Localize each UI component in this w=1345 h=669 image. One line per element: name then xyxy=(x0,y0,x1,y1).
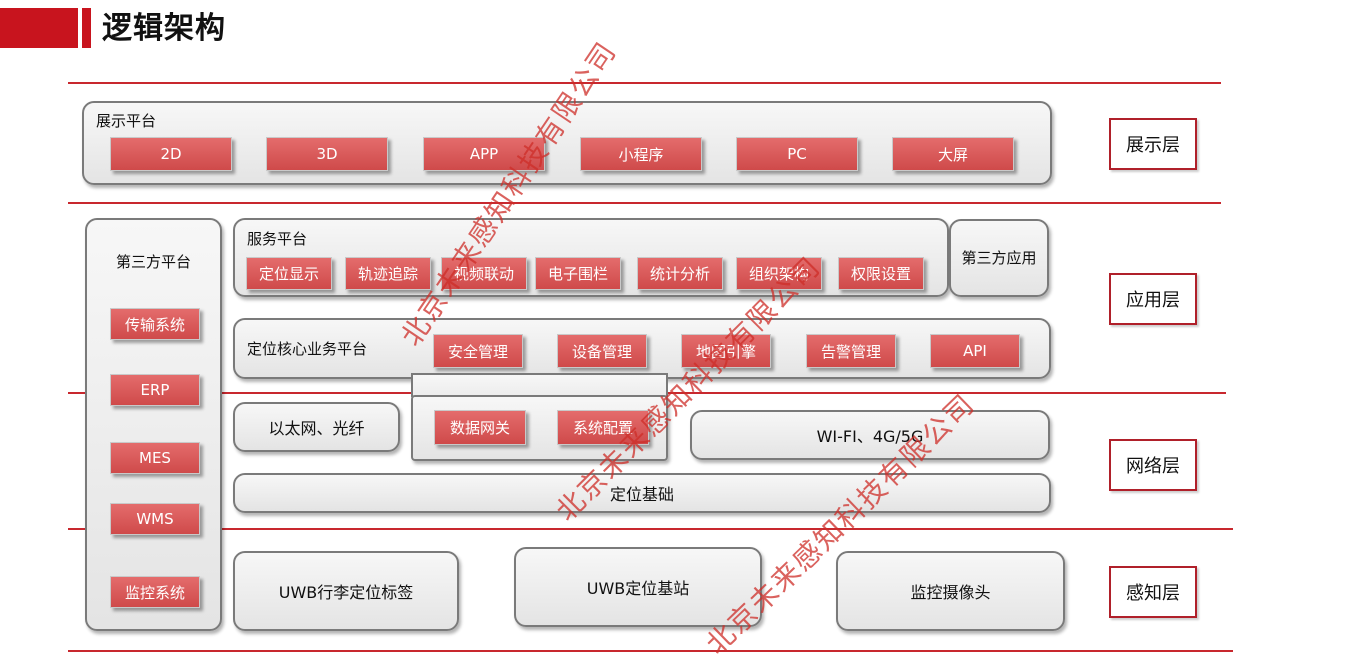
uwb-base-station-box[interactable]: UWB定位基站 xyxy=(514,547,762,627)
service-item-statistics[interactable]: 统计分析 xyxy=(637,257,723,290)
third-party-item-erp[interactable]: ERP xyxy=(110,374,200,406)
layer-label-sensing: 感知层 xyxy=(1109,566,1197,618)
positioning-base-box[interactable]: 定位基础 xyxy=(233,473,1051,513)
layer-label-presentation: 展示层 xyxy=(1109,118,1197,170)
presentation-item-3d[interactable]: 3D xyxy=(266,137,388,171)
core-item-alarm[interactable]: 告警管理 xyxy=(806,334,896,368)
core-gateway-connector xyxy=(411,373,668,397)
service-item-track[interactable]: 轨迹追踪 xyxy=(345,257,431,290)
monitoring-camera-box[interactable]: 监控摄像头 xyxy=(836,551,1065,631)
service-item-permissions[interactable]: 权限设置 xyxy=(838,257,924,290)
core-item-safety[interactable]: 安全管理 xyxy=(433,334,523,368)
separator-line xyxy=(68,82,1221,84)
wireless-box[interactable]: WI-FI、4G/5G xyxy=(690,410,1050,460)
third-party-platform-label: 第三方平台 xyxy=(115,253,191,271)
presentation-item-app[interactable]: APP xyxy=(423,137,545,171)
title-accent-bar xyxy=(0,8,78,48)
title-accent-stripe xyxy=(82,8,91,48)
presentation-item-pc[interactable]: PC xyxy=(736,137,858,171)
page-title: 逻辑架构 xyxy=(102,11,226,46)
core-business-platform-label: 定位核心业务平台 xyxy=(247,340,368,358)
third-party-item-monitoring[interactable]: 监控系统 xyxy=(110,576,200,608)
third-party-item-mes[interactable]: MES xyxy=(110,442,200,474)
uwb-luggage-tag-box[interactable]: UWB行李定位标签 xyxy=(233,551,459,631)
service-item-organization[interactable]: 组织架构 xyxy=(736,257,822,290)
core-item-device[interactable]: 设备管理 xyxy=(557,334,647,368)
separator-line xyxy=(68,202,1221,204)
ethernet-fiber-box[interactable]: 以太网、光纤 xyxy=(233,402,400,452)
third-party-application[interactable]: 第三方应用 xyxy=(949,219,1049,297)
presentation-platform: 展示平台 xyxy=(82,101,1052,185)
gateway-item-data-gateway[interactable]: 数据网关 xyxy=(434,410,526,445)
layer-label-network: 网络层 xyxy=(1109,439,1197,491)
presentation-item-miniprogram[interactable]: 小程序 xyxy=(580,137,702,171)
third-party-item-wms[interactable]: WMS xyxy=(110,503,200,535)
service-item-location-display[interactable]: 定位显示 xyxy=(246,257,332,290)
separator-line xyxy=(68,650,1233,652)
core-item-map-engine[interactable]: 地图引擎 xyxy=(681,334,771,368)
third-party-platform: 第三方平台 xyxy=(85,218,222,631)
service-item-video-link[interactable]: 视频联动 xyxy=(441,257,527,290)
presentation-platform-label: 展示平台 xyxy=(96,112,157,130)
gateway-item-system-config[interactable]: 系统配置 xyxy=(557,410,649,445)
service-platform-label: 服务平台 xyxy=(247,230,308,248)
core-item-api[interactable]: API xyxy=(930,334,1020,368)
presentation-item-big-screen[interactable]: 大屏 xyxy=(892,137,1014,171)
core-business-platform: 定位核心业务平台 xyxy=(233,318,1051,379)
third-party-item-transmission[interactable]: 传输系统 xyxy=(110,308,200,340)
presentation-item-2d[interactable]: 2D xyxy=(110,137,232,171)
service-item-fence[interactable]: 电子围栏 xyxy=(535,257,621,290)
layer-label-application: 应用层 xyxy=(1109,273,1197,325)
separator-line xyxy=(68,528,1233,530)
company-watermark: 北京未来感知科技有限公司 xyxy=(394,35,624,353)
